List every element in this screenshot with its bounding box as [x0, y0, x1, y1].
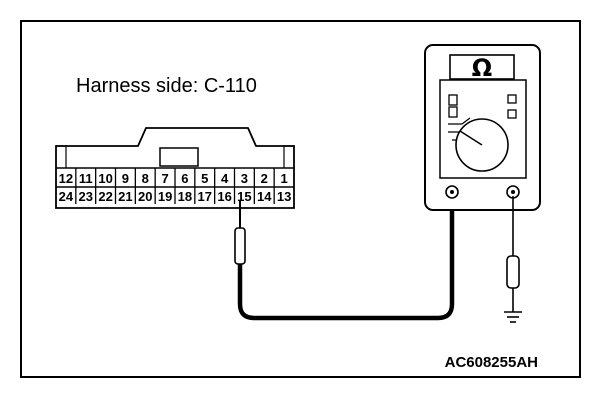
pin-label-19: 19	[158, 189, 172, 204]
pin-label-20: 20	[138, 189, 152, 204]
pin-label-22: 22	[98, 189, 112, 204]
ground-symbol	[504, 311, 522, 323]
ohm-symbol: Ω	[472, 54, 492, 82]
ohmmeter: Ω	[424, 44, 541, 211]
pin-label-13: 13	[277, 189, 291, 204]
meter-v-ohm-jack-core	[511, 190, 515, 194]
pin-label-10: 10	[98, 171, 112, 186]
connector-probe	[234, 200, 246, 265]
pin-label-21: 21	[118, 189, 132, 204]
pin-label-1: 1	[280, 171, 287, 186]
pin-label-17: 17	[198, 189, 212, 204]
diagram-frame	[20, 20, 581, 378]
meter-button-mid-right	[507, 109, 517, 119]
pin-label-4: 4	[221, 171, 229, 186]
pin-label-2: 2	[261, 171, 268, 186]
meter-button-top-left-2	[448, 106, 458, 118]
connector-latch	[159, 147, 199, 167]
pin-dividers	[75, 168, 275, 204]
ground-lead	[504, 196, 522, 323]
probe-lead-wire	[237, 196, 455, 321]
pin-label-7: 7	[161, 171, 168, 186]
ground-probe-handle	[506, 255, 520, 289]
meter-display	[449, 54, 515, 80]
pin-label-18: 18	[178, 189, 192, 204]
probe-handle	[234, 227, 246, 265]
figure-code: AC608255AH	[445, 354, 538, 371]
meter-com-jack-core	[450, 190, 454, 194]
connector-left-tab	[56, 145, 67, 168]
harness-caption: Harness side: C-110	[76, 75, 257, 97]
pin-label-3: 3	[241, 171, 248, 186]
meter-button-top-right	[507, 94, 517, 104]
meter-button-top-left	[448, 94, 458, 106]
pin-label-24: 24	[59, 189, 74, 204]
pin-label-12: 12	[59, 171, 73, 186]
pin-label-6: 6	[181, 171, 188, 186]
meter-dial-pointer	[459, 130, 483, 146]
pin-label-5: 5	[201, 171, 208, 186]
pin-label-8: 8	[142, 171, 149, 186]
pin-label-14: 14	[257, 189, 272, 204]
pin-label-16: 16	[217, 189, 231, 204]
pin-label-11: 11	[79, 171, 93, 186]
pin-label-9: 9	[122, 171, 129, 186]
connector-right-tab	[283, 145, 294, 168]
pin-label-23: 23	[79, 189, 93, 204]
